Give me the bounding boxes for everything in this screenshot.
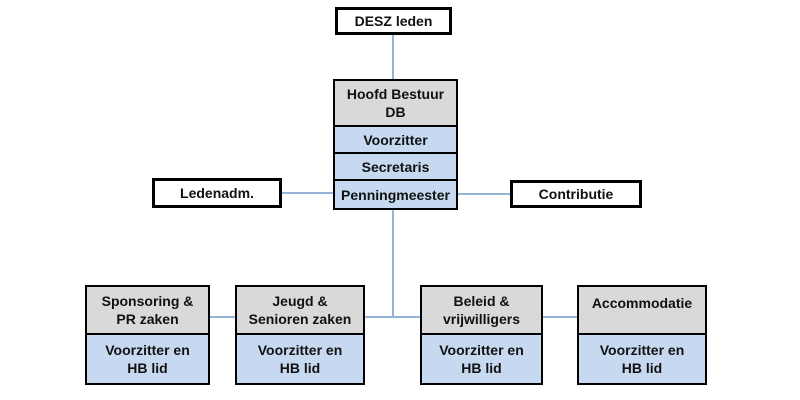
dept-members: Voorzitter en HB lid (422, 335, 541, 383)
dept-title: Jeugd & Senioren zaken (237, 287, 363, 335)
dept-jeugd-senioren: Jeugd & Senioren zaken Voorzitter en HB … (235, 285, 365, 385)
dept-beleid-vrijwilligers: Beleid & vrijwilligers Voorzitter en HB … (420, 285, 543, 385)
dept-title: Sponsoring & PR zaken (87, 287, 208, 335)
dept-title: Accommodatie (579, 287, 705, 335)
connector-dept3-dept4 (543, 316, 577, 318)
dept-accommodatie: Accommodatie Voorzitter en HB lid (577, 285, 707, 385)
ledenadm-box: Ledenadm. (152, 178, 282, 208)
members-box: DESZ leden (335, 7, 452, 35)
connector-trunk-vertical (392, 208, 394, 318)
dept-members: Voorzitter en HB lid (237, 335, 363, 383)
contributie-box: Contributie (510, 180, 642, 208)
board-header: Hoofd Bestuur DB (335, 81, 456, 127)
dept-title: Beleid & vrijwilligers (422, 287, 541, 335)
board-role-penningmeester: Penningmeester (335, 181, 456, 208)
board-stack: Hoofd Bestuur DB Voorzitter Secretaris P… (333, 79, 458, 210)
connector-left-horizontal (282, 192, 333, 194)
connector-top-vertical (392, 35, 394, 79)
dept-members: Voorzitter en HB lid (87, 335, 208, 383)
board-role-secretaris: Secretaris (335, 154, 456, 181)
dept-members: Voorzitter en HB lid (579, 335, 705, 383)
dept-sponsoring-pr: Sponsoring & PR zaken Voorzitter en HB l… (85, 285, 210, 385)
board-role-voorzitter: Voorzitter (335, 127, 456, 154)
connector-dept1-dept2 (210, 316, 235, 318)
connector-dept2-dept3 (365, 316, 420, 318)
connector-right-horizontal (458, 193, 510, 195)
